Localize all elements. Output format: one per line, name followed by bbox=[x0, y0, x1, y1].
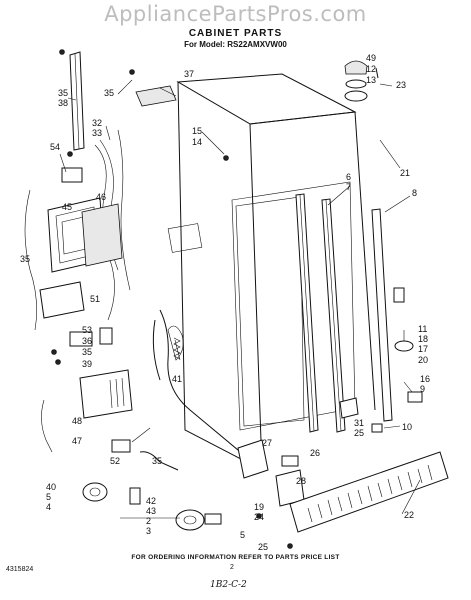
callout: 37 bbox=[184, 69, 194, 79]
callout: 49 bbox=[366, 53, 376, 63]
top-bracket bbox=[129, 69, 177, 107]
top-hinge bbox=[344, 60, 379, 102]
cabinet-shell bbox=[152, 73, 376, 471]
callout: 35 bbox=[20, 254, 30, 264]
callout: 42 bbox=[146, 496, 156, 506]
callout: 35 bbox=[58, 88, 68, 98]
callout: 15 bbox=[192, 126, 202, 136]
callout: 25 bbox=[258, 542, 268, 552]
wiring-harness bbox=[24, 129, 131, 331]
callout: 35 bbox=[82, 347, 92, 357]
watermark: AppliancePartsPros.com bbox=[104, 2, 367, 26]
callout: 39 bbox=[82, 359, 92, 369]
callout: 33 bbox=[92, 128, 102, 138]
callout: 51 bbox=[90, 294, 100, 304]
callout: 13 bbox=[366, 75, 376, 85]
callout: 14 bbox=[192, 137, 202, 147]
callout: 19 bbox=[254, 502, 264, 512]
callout: 5 bbox=[240, 530, 245, 540]
callout: 40 bbox=[46, 482, 56, 492]
callout: 23 bbox=[396, 80, 406, 90]
callout: 2 bbox=[146, 516, 151, 526]
callout: 4 bbox=[46, 502, 51, 512]
handwritten-note: 1B2-C-2 bbox=[210, 580, 247, 590]
front-rollers bbox=[82, 439, 179, 505]
divider-trim-strips bbox=[295, 193, 346, 433]
right-trim-strip bbox=[371, 208, 393, 422]
callout: 53 bbox=[82, 325, 92, 335]
ordering-note: FOR ORDERING INFORMATION REFER TO PARTS … bbox=[131, 554, 340, 561]
callout: 24 bbox=[254, 512, 264, 522]
callout: 31 bbox=[354, 418, 364, 428]
toe-grille bbox=[289, 451, 449, 533]
callout: 45 bbox=[62, 202, 72, 212]
callout-labels: 35 38 37 35 32 33 54 46 45 35 51 53 36 3… bbox=[20, 53, 430, 552]
diagram-title: CABINET PARTS bbox=[188, 28, 283, 39]
callout: 6 bbox=[346, 172, 351, 182]
callout: 43 bbox=[146, 506, 156, 516]
callout: 48 bbox=[72, 416, 82, 426]
spring-41 bbox=[173, 337, 181, 360]
callout: 3 bbox=[146, 526, 151, 536]
callout: 20 bbox=[418, 355, 428, 365]
callout: 54 bbox=[50, 142, 60, 152]
lower-center-brackets bbox=[237, 439, 305, 549]
control-components bbox=[41, 327, 133, 453]
leader-lines bbox=[59, 79, 421, 519]
callout: 17 bbox=[418, 344, 428, 354]
callout: 21 bbox=[400, 168, 410, 178]
callout: 10 bbox=[402, 422, 412, 432]
callout: 35 bbox=[152, 456, 162, 466]
callout: 5 bbox=[46, 492, 51, 502]
callout: 32 bbox=[92, 118, 102, 128]
bottom-hinge bbox=[175, 509, 222, 531]
document-number: 4315824 bbox=[6, 566, 34, 573]
callout: 16 bbox=[420, 374, 430, 384]
evaporator-assembly bbox=[39, 197, 123, 319]
page-number: 2 bbox=[230, 564, 234, 571]
callout: 46 bbox=[96, 192, 106, 202]
callout: 35 bbox=[104, 88, 114, 98]
callout: 25 bbox=[354, 428, 364, 438]
callout: 52 bbox=[110, 456, 120, 466]
model-label: For Model: RS22AMXVW00 bbox=[184, 40, 287, 49]
callout: 18 bbox=[418, 334, 428, 344]
top-left-strip bbox=[59, 49, 85, 157]
callout: 22 bbox=[404, 510, 414, 520]
callout: 36 bbox=[82, 336, 92, 346]
callout: 47 bbox=[72, 436, 82, 446]
callout: 41 bbox=[172, 374, 182, 384]
callout: 26 bbox=[310, 448, 320, 458]
callout: 38 bbox=[58, 98, 68, 108]
callout: 7 bbox=[346, 182, 351, 192]
callout: 28 bbox=[296, 476, 306, 486]
callout: 27 bbox=[262, 438, 272, 448]
callout: 11 bbox=[418, 324, 427, 334]
right-small-parts bbox=[223, 155, 423, 433]
callout: 8 bbox=[412, 188, 417, 198]
callout: 9 bbox=[420, 384, 425, 394]
callout: 12 bbox=[366, 64, 376, 74]
